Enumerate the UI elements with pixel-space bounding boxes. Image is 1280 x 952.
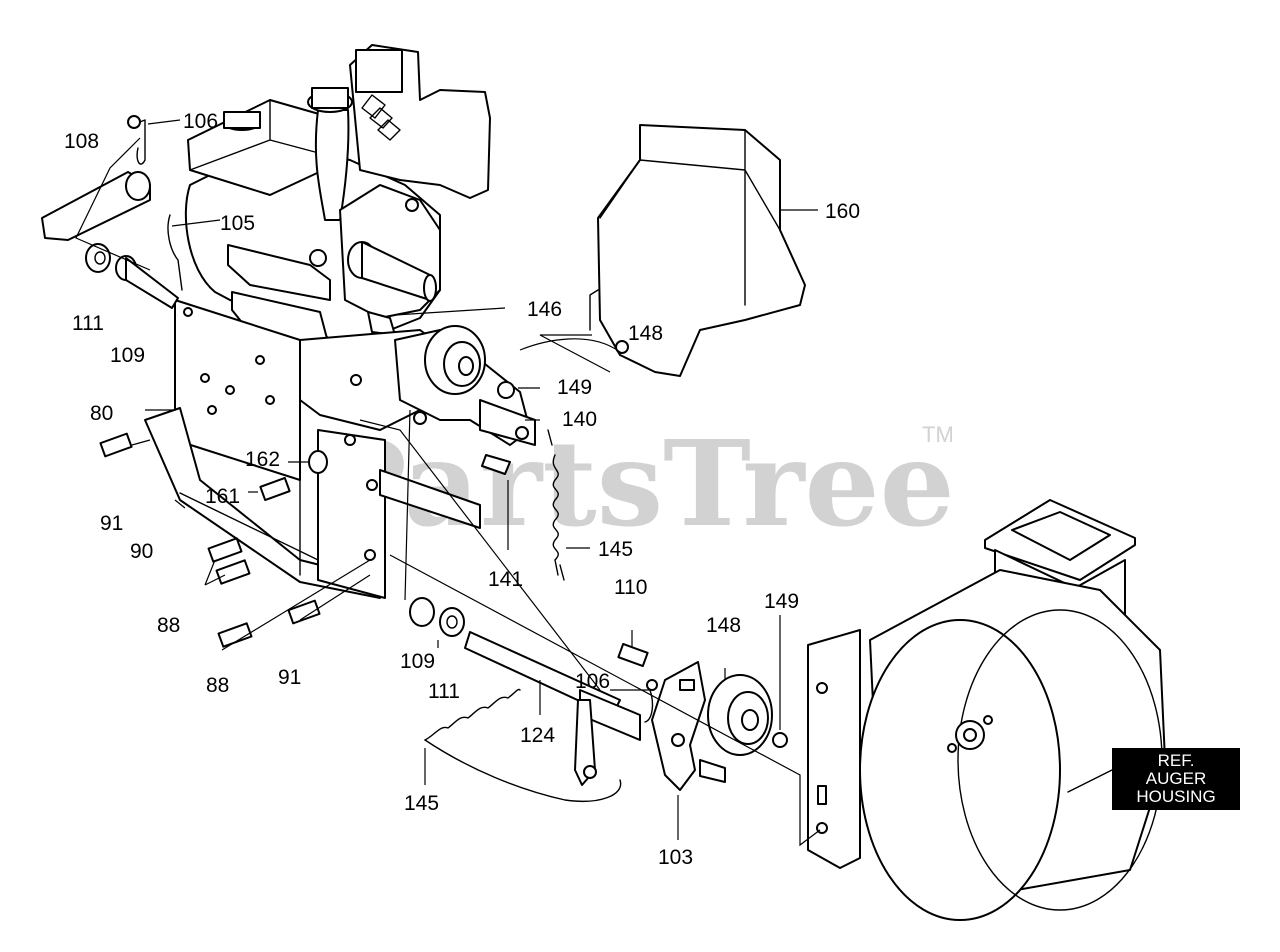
callout-140: 140: [562, 408, 597, 431]
bolt-88-b: [215, 559, 251, 585]
callout-88-lower: 88: [206, 674, 229, 697]
callout-149-lower: 149: [764, 590, 799, 613]
cotter-pin-106-lower: [646, 679, 658, 691]
callouts: 108 106 105 111 109 80 91 90 162 161 88 …: [64, 110, 860, 869]
callout-108: 108: [64, 130, 99, 153]
callout-161: 161: [205, 485, 240, 508]
upper-spring: [547, 429, 565, 581]
callout-91-upper: 91: [100, 512, 123, 535]
spark-plug-boot: [355, 49, 403, 93]
engine: [184, 44, 491, 353]
lower-spring: [424, 688, 622, 802]
upper-pulley-assembly: [394, 325, 536, 475]
bolt-88-a: [207, 537, 243, 563]
callout-148-upper: 148: [628, 322, 663, 345]
callout-148-lower: 148: [706, 614, 741, 637]
bracket-103: [651, 661, 726, 791]
bushing-109-lower: [409, 597, 435, 627]
lower-shaft: [464, 631, 641, 786]
washer-162: [308, 450, 328, 474]
trademark-mark: TM: [922, 422, 954, 447]
shoulder-bolt: [481, 454, 511, 475]
reference-label-line1: REF.: [1158, 751, 1195, 770]
callout-91-lower: 91: [278, 666, 301, 689]
auger-housing: [807, 499, 1166, 921]
callout-162: 162: [245, 448, 280, 471]
callout-106-upper: 106: [183, 110, 218, 133]
hardware: [41, 115, 658, 723]
washer-111-upper: [85, 243, 111, 273]
callout-124: 124: [520, 724, 555, 747]
lower-pulley-nut: [772, 732, 788, 748]
auger-housing-drum: [859, 619, 1061, 921]
callout-111-lower: 111: [428, 680, 460, 703]
reference-label: REF. AUGER HOUSING: [1067, 748, 1240, 810]
callout-111-upper: 111: [72, 312, 104, 335]
frame-plate: [299, 419, 481, 599]
bolt-161: [259, 476, 291, 502]
callout-105: 105: [220, 212, 255, 235]
callout-90: 90: [130, 540, 153, 563]
bolt-110: [617, 642, 649, 668]
belt-cover: [589, 124, 806, 377]
callout-106-lower: 106: [575, 670, 610, 693]
callout-103: 103: [658, 846, 693, 869]
reference-label-line3: HOUSING: [1136, 787, 1215, 806]
lower-pulley: [707, 674, 788, 756]
callout-109-lower: 109: [400, 650, 435, 673]
callout-80: 80: [90, 402, 113, 425]
bolt-91-upper: [99, 432, 133, 458]
bolt-88-c: [217, 622, 253, 648]
cotter-pin-106-upper: [127, 115, 141, 129]
callout-110: 110: [614, 576, 647, 599]
reference-label-line2: AUGER: [1146, 769, 1206, 788]
callout-145-upper: 145: [598, 538, 633, 561]
washer-111-lower: [439, 607, 465, 637]
callout-141: 141: [488, 568, 523, 591]
lever-108: [41, 171, 151, 241]
leader-lines: [75, 119, 821, 847]
callout-88-upper: 88: [157, 614, 180, 637]
callout-160: 160: [825, 200, 860, 223]
bolt-91-lower: [287, 599, 321, 625]
watermark: PartsTree: [318, 414, 955, 553]
upper-pulley-nut: [497, 381, 515, 399]
callout-145-lower: 145: [404, 792, 439, 815]
callout-109-upper: 109: [110, 344, 145, 367]
callout-146: 146: [527, 298, 562, 321]
callout-149-upper: 149: [557, 376, 592, 399]
